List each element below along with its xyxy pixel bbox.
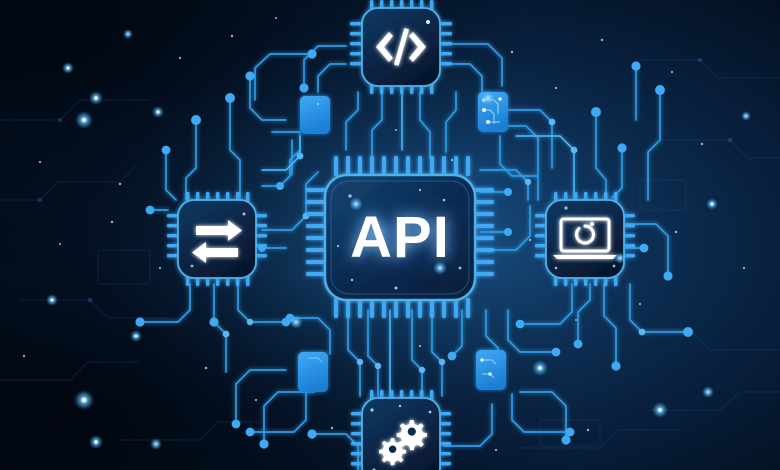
cpu-pins-bottom	[334, 298, 470, 318]
code-chip-pins-right	[440, 22, 452, 66]
transfer-chip-pins-right	[256, 214, 267, 258]
transfer-chip-pins-left	[167, 214, 178, 258]
cpu-pins-right	[474, 188, 494, 276]
cpu-pins-left	[306, 188, 326, 276]
laptop-icon	[553, 217, 617, 259]
laptop-chip-pins-right	[624, 214, 635, 258]
solid-chip-bottom-left	[298, 352, 328, 392]
code-chip-pins-left	[350, 22, 362, 66]
cpu-pins-top	[334, 156, 470, 176]
gears-chip-pins-left	[351, 412, 362, 466]
laptop-chip-pins-left	[535, 214, 546, 258]
solid-chip-top-left	[300, 96, 330, 134]
data-transfer-arrows-icon	[192, 220, 242, 263]
code-brackets-icon	[376, 28, 426, 66]
gears-icon	[379, 420, 427, 466]
circuit-chip-bottom-right	[476, 350, 506, 390]
gears-chip-pins-right	[440, 412, 451, 466]
